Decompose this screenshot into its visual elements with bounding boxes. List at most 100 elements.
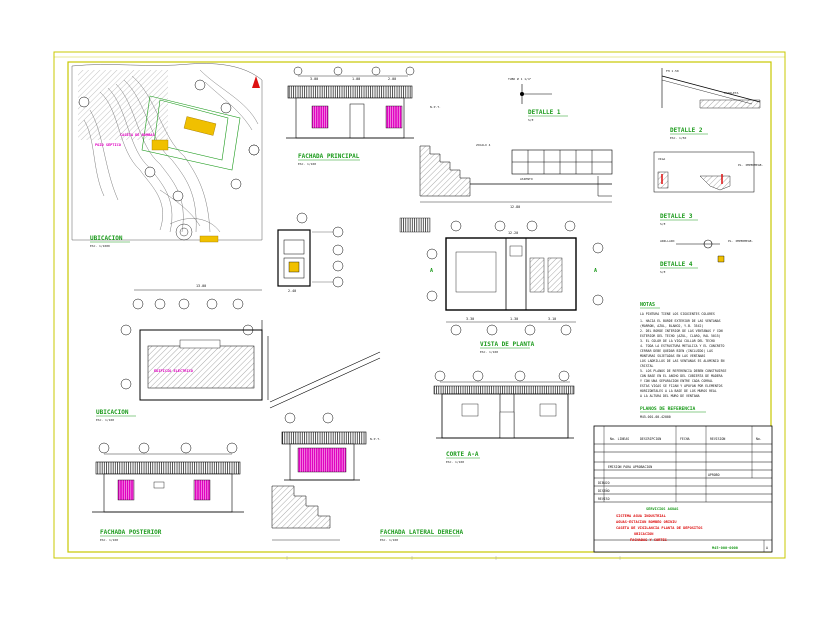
svg-text:ZOCALO 4: ZOCALO 4 xyxy=(476,143,491,147)
detalle-3-title: DETALLE 3 xyxy=(660,213,693,220)
svg-text:EMISION PARA APROBACION: EMISION PARA APROBACION xyxy=(608,465,652,469)
seccion-escalera: 12.80 ZOCALO 4 ASIENTO xyxy=(419,143,613,209)
sheet-number: A xyxy=(766,546,768,550)
detalle-3: VIGA PL. IMPERMEAB. DETALLE 3 S/E xyxy=(653,151,763,226)
detalle-4: ANILLADO PL. IMPERMEAB. DETALLE 4 S/E xyxy=(660,239,753,274)
detalle-1: TUBO Ø 1 1/4" DETALLE 1 S/E xyxy=(508,76,568,122)
svg-text:CON BASE EN EL ANCHO DEL CUBIE: CON BASE EN EL ANCHO DEL CUBIERTA DE MAD… xyxy=(640,374,723,378)
svg-text:3.00: 3.00 xyxy=(310,77,318,81)
plan-caseta-pequena: 2.40 xyxy=(277,212,344,293)
svg-text:No.: No. xyxy=(756,437,762,441)
edificio-electrico-label: EDIFICIO ELECTRICO xyxy=(154,369,193,373)
svg-text:FH 1.50: FH 1.50 xyxy=(666,69,679,73)
svg-text:3. EL COLOR DE LA VIGA COLLAR: 3. EL COLOR DE LA VIGA COLLAR DEL TECHO xyxy=(640,339,715,343)
company-name: SERVICIOS AGUAS xyxy=(646,507,678,511)
svg-text:S/E: S/E xyxy=(528,118,534,122)
svg-text:ANILLADO: ANILLADO xyxy=(660,239,675,243)
svg-text:A: A xyxy=(430,268,433,274)
svg-text:S/E: S/E xyxy=(660,270,666,274)
svg-text:ESC. 1/1000: ESC. 1/1000 xyxy=(90,244,110,248)
svg-text:A LA ALTURA DEL MURO DE VENTAN: A LA ALTURA DEL MURO DE VENTANA xyxy=(640,394,700,398)
notes-block: NOTAS LA PINTURA TIENE LOS SIGUIENTES CO… xyxy=(640,302,726,419)
drawing-number: M45-000-0000 xyxy=(712,546,738,550)
fachada-posterior-title: FACHADA POSTERIOR xyxy=(100,529,162,536)
fachada-principal-title: FACHADA PRINCIPAL xyxy=(298,153,360,160)
svg-text:TUBO Ø 1 1/4": TUBO Ø 1 1/4" xyxy=(508,76,532,81)
svg-text:PL. IMPERMEAB.: PL. IMPERMEAB. xyxy=(728,239,753,243)
svg-text:N.P.T.: N.P.T. xyxy=(370,437,381,441)
ubicacion-1-title: UBICACION xyxy=(90,235,123,242)
svg-text:LA PINTURA TIENE LOS SIGUIENTE: LA PINTURA TIENE LOS SIGUIENTES COLORES xyxy=(640,312,715,316)
svg-text:REVISO: REVISO xyxy=(598,497,610,501)
svg-text:(MARRON, AZUL, BLANCO, Y.B. 35: (MARRON, AZUL, BLANCO, Y.B. 3542) xyxy=(640,324,703,328)
svg-text:ESC. 1/100: ESC. 1/100 xyxy=(298,162,316,166)
svg-text:FACHADAS Y CORTES: FACHADAS Y CORTES xyxy=(630,538,667,542)
svg-text:REVISION: REVISION xyxy=(710,437,725,441)
title-block: No. LINEAS DESCRIPCION FECHA REVISION No… xyxy=(593,425,773,553)
svg-text:CRISTAL: CRISTAL xyxy=(640,364,654,368)
north-arrow-icon xyxy=(252,76,260,88)
svg-text:5. LOS PLANOS DE REFERENCIA D: 5. LOS PLANOS DE REFERENCIA DEBEN CONSTR… xyxy=(640,369,726,373)
svg-text:ESC. 1/100: ESC. 1/100 xyxy=(380,538,398,542)
svg-text:4. TODA LA ESTRUCTURA METALIC: 4. TODA LA ESTRUCTURA METALICA Y EL CONC… xyxy=(640,344,725,348)
notes-heading: NOTAS xyxy=(640,302,655,308)
svg-text:12.20: 12.20 xyxy=(508,231,518,235)
outer-border xyxy=(53,51,786,559)
svg-text:ESC. 1/100: ESC. 1/100 xyxy=(480,350,498,354)
svg-text:DISEÑO: DISEÑO xyxy=(598,488,610,493)
svg-text:VIGA: VIGA xyxy=(658,157,665,161)
corte-aa-title: CORTE A-A xyxy=(446,451,479,458)
ref-title: PLANOS DE REFERENCIA xyxy=(640,406,696,412)
fachada-principal: 3.00 1.00 2.00 N.P.T. FACHADA PRINCIPAL ES… xyxy=(248,66,441,166)
fachada-lateral-derecha: N.P.T. FACHADA LATERAL DERECHA ESC. 1/10… xyxy=(271,412,463,542)
svg-text:1. HACIA EL BORDE EXTERIOR DE: 1. HACIA EL BORDE EXTERIOR DE LAS VENTAN… xyxy=(640,319,721,323)
inner-border xyxy=(67,61,772,553)
svg-text:AGUAS-ESTACION BOMBEO ORINIU: AGUAS-ESTACION BOMBEO ORINIU xyxy=(616,520,677,524)
svg-text:3.10: 3.10 xyxy=(548,317,556,321)
svg-text:M45-001-00-42000: M45-001-00-42000 xyxy=(640,415,671,419)
corte-aa: CORTE A-A ESC. 1/100 xyxy=(433,370,575,464)
fachada-posterior: FACHADA POSTERIOR ESC. 1/100 xyxy=(92,442,244,542)
svg-text:Y CON UNA SEPARACION ENTRE CAD: Y CON UNA SEPARACION ENTRE CADA CORRAL xyxy=(640,379,713,383)
svg-text:ESC. 1/100: ESC. 1/100 xyxy=(100,538,118,542)
fachada-lateral-title: FACHADA LATERAL DERECHA xyxy=(380,529,463,536)
svg-text:3.30: 3.30 xyxy=(466,317,474,321)
vista-planta-title: VISTA DE PLANTA xyxy=(480,341,535,348)
svg-text:1.00: 1.00 xyxy=(352,77,360,81)
svg-text:ASIENTO: ASIENTO xyxy=(520,177,533,181)
svg-text:A: A xyxy=(594,268,597,274)
svg-text:MONTURAS SUJETADAS EN LAS VENT: MONTURAS SUJETADAS EN LAS VENTANAS xyxy=(640,354,705,358)
detalle-1-title: DETALLE 1 xyxy=(528,109,561,116)
svg-text:ESC. 1/100: ESC. 1/100 xyxy=(96,418,114,422)
svg-text:HORIZONTALES A LA BASE DE LOS: HORIZONTALES A LA BASE DE LOS MUROS REAL xyxy=(640,389,717,393)
svg-text:CANALETA: CANALETA xyxy=(724,91,739,95)
detalle-4-title: DETALLE 4 xyxy=(660,261,693,268)
svg-text:2.40: 2.40 xyxy=(288,289,296,293)
site-plan: POZO SEPTICO CASETA DE BOMBAS UBICACION … xyxy=(71,63,263,248)
svg-text:DESCRIPCION: DESCRIPCION xyxy=(640,437,661,441)
svg-text:ESTAS VIGAS SE FIJAN Y APOYAN: ESTAS VIGAS SE FIJAN Y APOYAN POR ELEMEN… xyxy=(640,384,723,388)
svg-text:No. LINEAS: No. LINEAS xyxy=(610,437,629,441)
svg-text:APROBO: APROBO xyxy=(708,473,720,477)
svg-text:LOS LADRILLOS DE LAS VENTANAS: LOS LADRILLOS DE LAS VENTANAS ES ALUMINI… xyxy=(640,359,725,363)
svg-text:S/E: S/E xyxy=(660,222,666,226)
ubicacion-edificio-electrico: 13.00 EDIFICIO ELECTRICO UBICACION ESC. … xyxy=(96,284,381,422)
svg-text:13.00: 13.00 xyxy=(196,284,206,288)
ubicacion-2-title: UBICACION xyxy=(96,409,129,416)
svg-text:EXTERIOR DEL TECHO (AZUL, CLAR: EXTERIOR DEL TECHO (AZUL, CLARO, RAL 501… xyxy=(640,334,721,338)
svg-text:PL. IMPERMEAB.: PL. IMPERMEAB. xyxy=(738,163,763,167)
svg-text:2.00: 2.00 xyxy=(388,77,396,81)
svg-text:SISTEMA AGUA INDUSTRIAL: SISTEMA AGUA INDUSTRIAL xyxy=(616,514,667,518)
detalle-2-title: DETALLE 2 xyxy=(670,127,703,134)
svg-text:CERRAR DEBE QUEDAR BIEN (INCLU: CERRAR DEBE QUEDAR BIEN (INCLUIDO) LAS xyxy=(640,349,713,353)
svg-text:POZO SEPTICO: POZO SEPTICO xyxy=(95,143,121,147)
svg-text:N.P.T.: N.P.T. xyxy=(430,105,441,109)
svg-text:FECHA: FECHA xyxy=(680,437,690,441)
svg-text:2. DEL BORDE INTERIOR DE LAS: 2. DEL BORDE INTERIOR DE LAS VENTANAS Y … xyxy=(640,329,723,333)
svg-text:DIBUJO: DIBUJO xyxy=(598,481,610,485)
svg-text:ESC. 1/50: ESC. 1/50 xyxy=(670,136,686,140)
svg-text:ESC. 1/100: ESC. 1/100 xyxy=(446,460,464,464)
